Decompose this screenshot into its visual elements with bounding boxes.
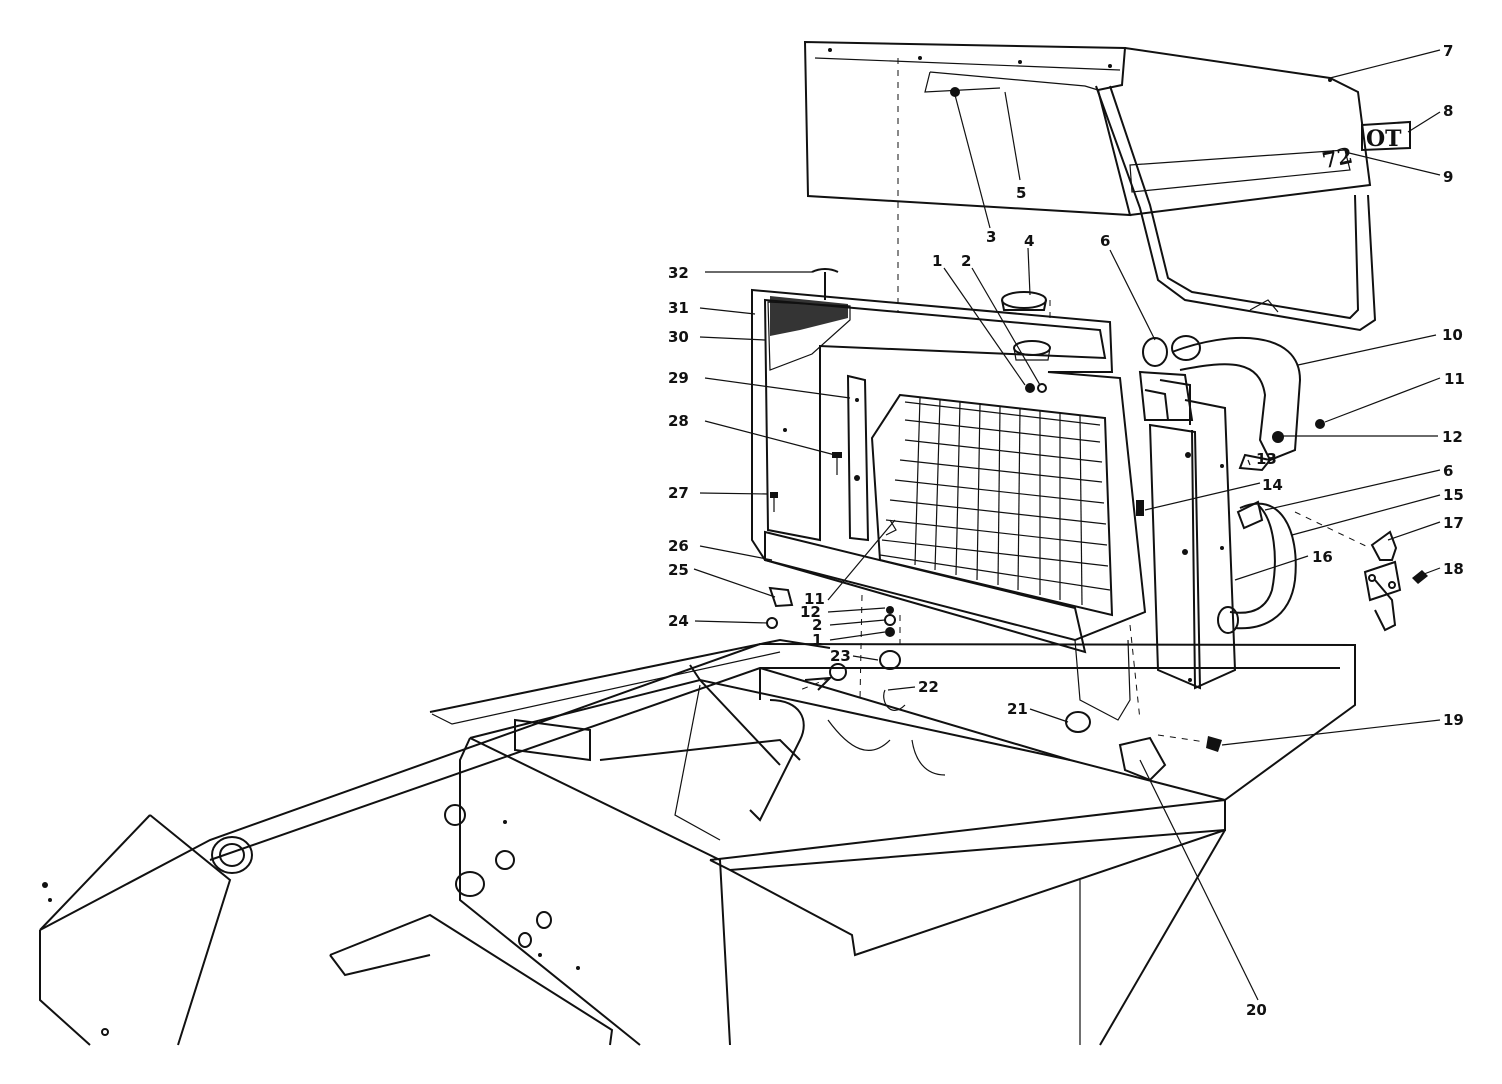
radiator-cap: [1001, 291, 1051, 393]
hood-latch: [1363, 530, 1428, 632]
callout-6-lower: 6: [1443, 462, 1453, 480]
callout-7: 7: [1443, 42, 1453, 60]
lower-radiator-hose: [1217, 500, 1297, 634]
callout-29: 29: [668, 369, 689, 387]
svg-text:72: 72: [1320, 143, 1355, 175]
callout-27: 27: [668, 484, 689, 502]
upper-radiator-hose: [1142, 335, 1302, 472]
callout-23: 23: [830, 647, 851, 665]
callout-1-upper: 1: [932, 252, 942, 270]
callout-3: 3: [986, 228, 996, 246]
callout-13: 13: [1256, 450, 1277, 468]
callout-16: 16: [1312, 548, 1333, 566]
callout-12-lower: 12: [800, 603, 821, 621]
callout-20: 20: [1246, 1001, 1267, 1019]
callout-26: 26: [668, 537, 689, 555]
callout-numbers: 7 8 9 5 3 4 6 32 1 2 31 30 10 11 29 12 2…: [668, 42, 1465, 1019]
callout-19: 19: [1443, 711, 1464, 729]
callout-22: 22: [918, 678, 939, 696]
callout-18: 18: [1443, 560, 1464, 578]
callout-31: 31: [668, 299, 689, 317]
chassis-frame: [39, 638, 1356, 1046]
callout-4: 4: [1024, 232, 1034, 250]
callout-30: 30: [668, 328, 689, 346]
callout-2-upper: 2: [961, 252, 971, 270]
callout-15: 15: [1443, 486, 1464, 504]
callout-21: 21: [1007, 700, 1028, 718]
callout-6-upper: 6: [1100, 232, 1110, 250]
callout-24: 24: [668, 612, 689, 630]
radiator-shroud: [751, 288, 1147, 654]
callout-1-lower: 1: [812, 631, 822, 649]
callout-11-lower: 11: [804, 590, 825, 608]
callout-8: 8: [1443, 102, 1453, 120]
callout-leader-lines: [693, 49, 1441, 1001]
small-hardware: [766, 87, 1325, 752]
callout-25: 25: [668, 561, 689, 579]
callout-2-lower: 2: [812, 616, 822, 634]
callout-9: 9: [1443, 168, 1453, 186]
svg-text:OT: OT: [1366, 126, 1402, 152]
hood-number-decal: 72: [1320, 143, 1355, 175]
callout-12-upper: 12: [1442, 428, 1463, 446]
hood: [803, 40, 1377, 332]
callout-10: 10: [1442, 326, 1463, 344]
dashed-leader-lines: [799, 58, 1371, 743]
callout-14: 14: [1262, 476, 1283, 494]
callout-11-upper: 11: [1444, 370, 1465, 388]
ot-badge-decal: OT: [1361, 120, 1411, 152]
callout-32: 32: [668, 264, 689, 282]
radiator-core: [870, 393, 1114, 617]
callout-5: 5: [1016, 184, 1026, 202]
callout-28: 28: [668, 412, 689, 430]
callout-17: 17: [1443, 514, 1464, 532]
radiator-side-tank: [1074, 370, 1237, 721]
